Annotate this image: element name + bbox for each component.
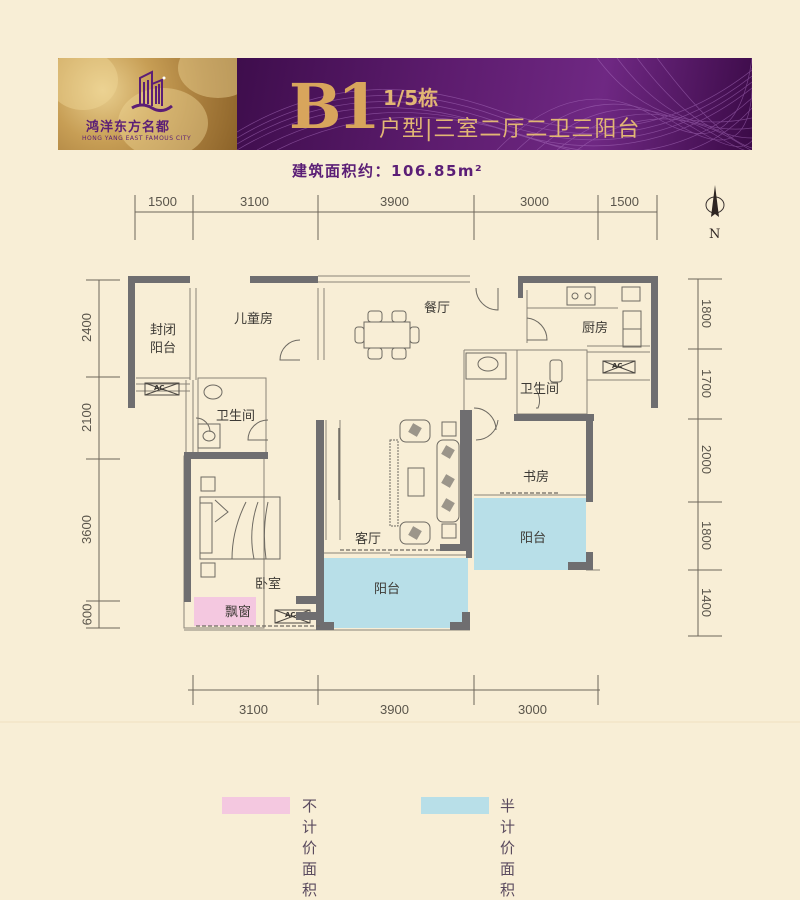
ac-label-left: AC (154, 384, 165, 392)
logo-name-en: HONG YANG EAST FAMOUS CITY (82, 135, 192, 142)
dim-bottom-2: 3900 (380, 702, 409, 717)
logo-name-cn: 鸿洋东方名都 (86, 120, 171, 135)
cushion-icons (408, 423, 455, 540)
walls (128, 276, 658, 630)
ac-unit-icons (144, 360, 636, 624)
room-enclosed-balcony-line2: 阳台 (150, 341, 177, 356)
ac-label-bottom: AC (285, 611, 296, 619)
room-living: 客厅 (355, 532, 382, 547)
right-balcony-fill (474, 498, 586, 570)
room-kitchen: 厨房 (582, 321, 609, 336)
room-balcony-center: 阳台 (374, 582, 401, 597)
dim-top-5: 1500 (610, 194, 639, 209)
stove-icon (566, 286, 596, 306)
legend-swatch-half-charge (421, 797, 489, 814)
dim-top-3: 3900 (380, 194, 409, 209)
bed-icon (199, 476, 281, 578)
building-logo-icon (131, 70, 173, 113)
unit-code: B1 (289, 70, 381, 143)
dimension-lines (0, 195, 800, 723)
room-study: 书房 (523, 470, 550, 485)
room-bedroom: 卧室 (255, 577, 282, 592)
dim-top-2: 3100 (240, 194, 269, 209)
sink-icon (197, 423, 221, 449)
bay-window-fill (194, 597, 256, 626)
wave-pattern-decoration (237, 58, 752, 150)
floor-plan (128, 275, 658, 631)
room-bathroom-right: 卫生间 (520, 382, 560, 397)
room-enclosed-balcony-line1: 封闭 (150, 323, 177, 338)
room-bathroom-left: 卫生间 (216, 409, 256, 424)
room-balcony-right: 阳台 (520, 531, 547, 546)
sofa-set-icon (389, 419, 460, 545)
title-panel: B1 1/5栋 户型|三室二厅二卫三阳台 (237, 58, 752, 150)
dim-bottom-3: 3000 (518, 702, 547, 717)
sink-icon (465, 352, 507, 380)
room-kids-room: 儿童房 (234, 312, 274, 327)
dim-top-4: 3000 (520, 194, 549, 209)
center-balcony-fill (320, 558, 468, 628)
ac-label-right: AC (612, 362, 623, 370)
room-dining: 餐厅 (424, 301, 451, 316)
north-arrow-icon (705, 185, 725, 217)
toilet-icon (549, 359, 563, 383)
toilet-icon (203, 384, 223, 400)
legend-label-no-charge: 不计价面积 (302, 797, 318, 899)
dim-top-1: 1500 (148, 194, 177, 209)
layout-description: 户型|三室二厅二卫三阳台 (379, 117, 641, 142)
room-enclosed-balcony: 封闭 阳台 (150, 322, 176, 358)
header-banner: 鸿洋东方名都 HONG YANG EAST FAMOUS CITY (58, 58, 752, 150)
dim-bottom-1: 3100 (239, 702, 268, 717)
dining-table-icon (354, 310, 420, 360)
building-number: 1/5栋 (383, 86, 439, 110)
legend-swatch-no-charge (222, 797, 290, 814)
room-bay-window: 飘窗 (225, 605, 252, 620)
legend-label-half-charge: 半计价面积 (500, 797, 516, 899)
floor-area-label: 建筑面积约：106.85m² (292, 162, 484, 180)
north-label: N (709, 227, 721, 242)
logo-panel: 鸿洋东方名都 HONG YANG EAST FAMOUS CITY (58, 58, 237, 150)
